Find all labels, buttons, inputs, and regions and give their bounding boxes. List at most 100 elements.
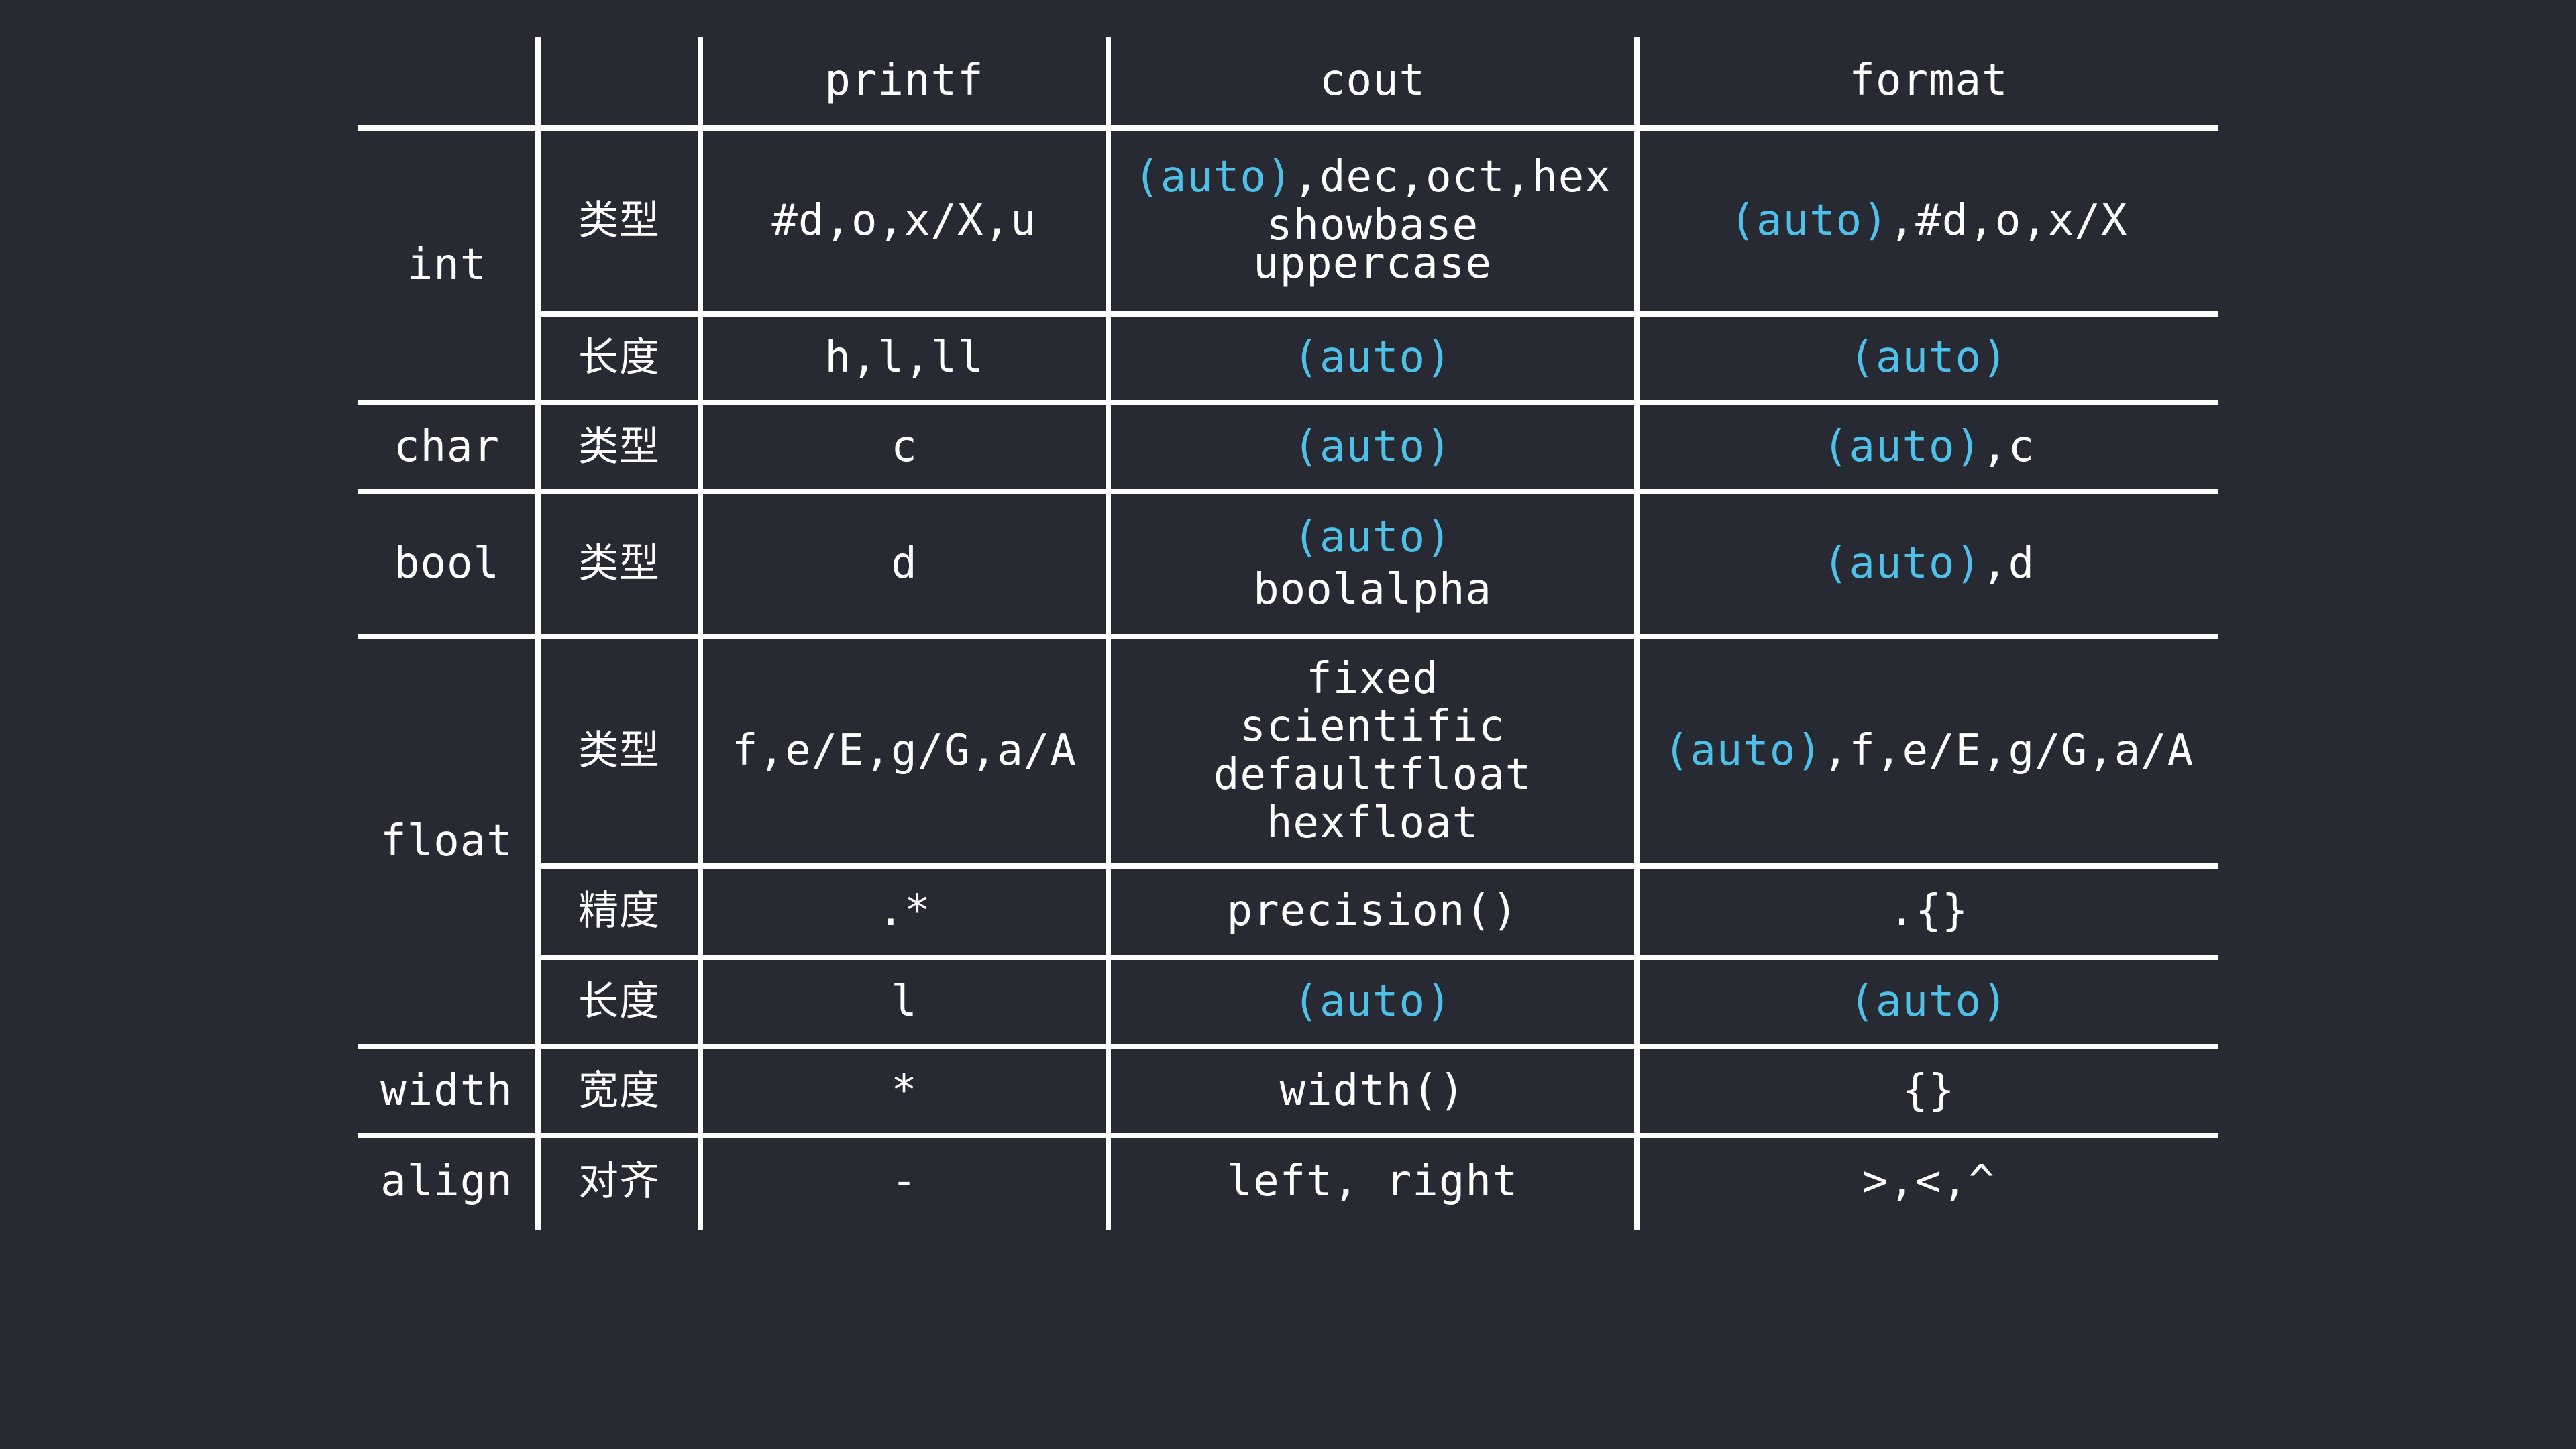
cell-bool-type-format: (auto),d — [1640, 494, 2218, 634]
attr-char-type-label: 类型 — [578, 423, 660, 470]
char-type-printf-value: c — [891, 421, 918, 472]
auto-token: (auto) — [1134, 152, 1293, 202]
group-bool-label: bool — [393, 539, 500, 589]
auto-token: (auto) — [1822, 421, 1982, 472]
cell-float-length-cout: (auto) — [1111, 960, 1634, 1044]
align-printf-value: - — [891, 1157, 918, 1207]
cell-float-type-cout: fixed scientific defaultfloat hexfloat — [1111, 639, 1634, 863]
attr-int-length-label: 长度 — [578, 334, 660, 382]
attr-float-precision-label: 精度 — [578, 888, 660, 935]
char-type-format-rest: ,c — [1982, 421, 2035, 472]
attr-width-label: 宽度 — [578, 1067, 660, 1114]
align-cout-value: left, right — [1226, 1157, 1519, 1207]
attr-align: 对齐 — [541, 1138, 698, 1226]
cell-float-precision-format: .{} — [1640, 869, 2218, 955]
float-precision-printf-value: .* — [877, 886, 931, 936]
cell-int-type-printf: #d,o,x/X,u — [703, 131, 1106, 311]
grid-line-h-int-inner — [541, 311, 2218, 317]
group-bool: bool — [358, 494, 535, 634]
float-length-printf-value: l — [891, 976, 918, 1026]
group-float-label: float — [380, 816, 513, 866]
char-type-format-value: (auto),c — [1823, 423, 2035, 472]
auto-token: (auto) — [1293, 976, 1452, 1026]
attr-int-type: 类型 — [541, 131, 698, 311]
width-printf-value: * — [891, 1065, 918, 1116]
int-type-cout-line3: uppercase — [1253, 239, 1492, 289]
float-type-cout-line4: hexfloat — [1266, 798, 1479, 848]
bool-type-format-value: (auto),d — [1822, 539, 2035, 589]
header-printf: printf — [703, 37, 1106, 125]
cell-bool-type-printf: d — [703, 494, 1106, 634]
cell-width-printf: * — [703, 1049, 1106, 1133]
cell-bool-type-cout: (auto) boolalpha — [1111, 494, 1634, 634]
grid-line-h-int-end — [358, 400, 2218, 405]
float-type-cout-line3: defaultfloat — [1213, 750, 1532, 800]
auto-token: (auto) — [1849, 333, 2008, 383]
group-int-label: int — [407, 239, 487, 290]
header-cout-label: cout — [1319, 56, 1426, 106]
grid-line-v2 — [698, 37, 703, 1230]
grid-line-v1 — [535, 37, 541, 1230]
cell-align-printf: - — [703, 1138, 1106, 1226]
grid-line-h-float-inner2 — [541, 955, 2218, 960]
float-type-printf-value: f,e/E,g/G,a/A — [732, 726, 1077, 776]
cell-int-length-cout: (auto) — [1111, 317, 1634, 400]
cell-align-format: >,<,^ — [1640, 1138, 2218, 1226]
attr-float-type: 类型 — [541, 639, 698, 863]
group-align-label: align — [380, 1157, 513, 1207]
attr-float-length-label: 长度 — [578, 977, 660, 1025]
auto-token: (auto) — [1293, 513, 1452, 563]
group-char-label: char — [393, 421, 500, 472]
group-int: int — [358, 131, 535, 400]
cell-float-type-format: (auto),f,e/E,g/G,a/A — [1640, 639, 2218, 863]
grid-line-h-float-inner1 — [541, 863, 2218, 869]
cell-char-type-printf: c — [703, 405, 1106, 489]
int-type-cout-line1: (auto),dec,oct,hex — [1134, 152, 1611, 202]
attr-align-label: 对齐 — [578, 1158, 660, 1205]
cell-width-format: {} — [1640, 1049, 2218, 1133]
cell-int-type-cout: (auto),dec,oct,hex showbase uppercase — [1111, 131, 1634, 311]
int-type-format-rest: ,#d,o,x/X — [1888, 195, 2128, 246]
cell-float-precision-printf: .* — [703, 869, 1106, 955]
cell-char-type-format: (auto),c — [1640, 405, 2218, 489]
attr-width: 宽度 — [541, 1049, 698, 1133]
attr-bool-type-label: 类型 — [578, 540, 660, 588]
grid-line-h-char-end — [358, 489, 2218, 494]
float-type-cout-line1: fixed — [1306, 653, 1439, 704]
attr-char-type: 类型 — [541, 405, 698, 489]
width-cout-value: width() — [1279, 1065, 1466, 1116]
grid-line-h-header — [358, 125, 2218, 131]
group-width-label: width — [380, 1065, 513, 1116]
grid-line-v3 — [1106, 37, 1111, 1230]
align-format-value: >,<,^ — [1862, 1157, 1995, 1207]
float-type-format-value: (auto),f,e/E,g/G,a/A — [1664, 727, 2194, 775]
group-float: float — [358, 639, 535, 1044]
auto-token: (auto) — [1663, 726, 1823, 776]
auto-token: (auto) — [1849, 976, 2008, 1026]
float-type-cout-line2: scientific — [1240, 702, 1505, 752]
int-type-cout-line1-rest: ,dec,oct,hex — [1293, 152, 1611, 202]
auto-token: (auto) — [1729, 195, 1889, 246]
width-format-value: {} — [1902, 1065, 1955, 1116]
cell-float-length-printf: l — [703, 960, 1106, 1044]
int-type-printf-value: #d,o,x/X,u — [771, 195, 1037, 246]
group-char: char — [358, 405, 535, 489]
header-format: format — [1640, 37, 2218, 125]
attr-float-length: 长度 — [541, 960, 698, 1044]
auto-token: (auto) — [1822, 539, 1982, 589]
cell-char-type-cout: (auto) — [1111, 405, 1634, 489]
int-length-printf-value: h,l,ll — [824, 333, 984, 383]
group-width: width — [358, 1049, 535, 1133]
header-cout: cout — [1111, 37, 1634, 125]
cell-int-length-format: (auto) — [1640, 317, 2218, 400]
cell-int-length-printf: h,l,ll — [703, 317, 1106, 400]
group-align: align — [358, 1138, 535, 1226]
cell-float-precision-cout: precision() — [1111, 869, 1634, 955]
attr-int-type-label: 类型 — [578, 197, 660, 244]
float-precision-format-value: .{} — [1888, 886, 1969, 936]
grid-line-h-bool-end — [358, 634, 2218, 639]
grid-line-h-width-end — [358, 1133, 2218, 1138]
grid-line-v4 — [1634, 37, 1640, 1230]
header-format-label: format — [1849, 56, 2008, 106]
